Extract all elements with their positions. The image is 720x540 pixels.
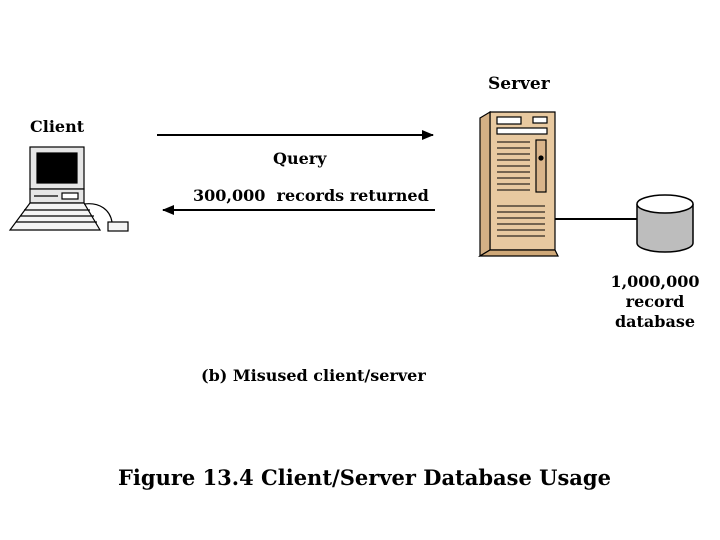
server-label: Server xyxy=(488,74,550,94)
records-returned-label: 300,000 records returned xyxy=(193,186,429,205)
database-label: 1,000,000 record database xyxy=(606,272,704,332)
figure-title: Figure 13.4 Client/Server Database Usage xyxy=(118,465,611,490)
database-label-line1: 1,000,000 xyxy=(610,272,700,291)
database-cylinder-icon xyxy=(636,194,694,253)
database-label-line3: database xyxy=(614,312,696,331)
client-label: Client xyxy=(30,117,85,136)
database-label-line2: record xyxy=(625,292,685,311)
tower-server-icon xyxy=(477,110,559,258)
subfigure-caption: (b) Misused client/server xyxy=(201,366,426,385)
desktop-computer-icon xyxy=(8,146,129,232)
query-label: Query xyxy=(273,149,327,168)
